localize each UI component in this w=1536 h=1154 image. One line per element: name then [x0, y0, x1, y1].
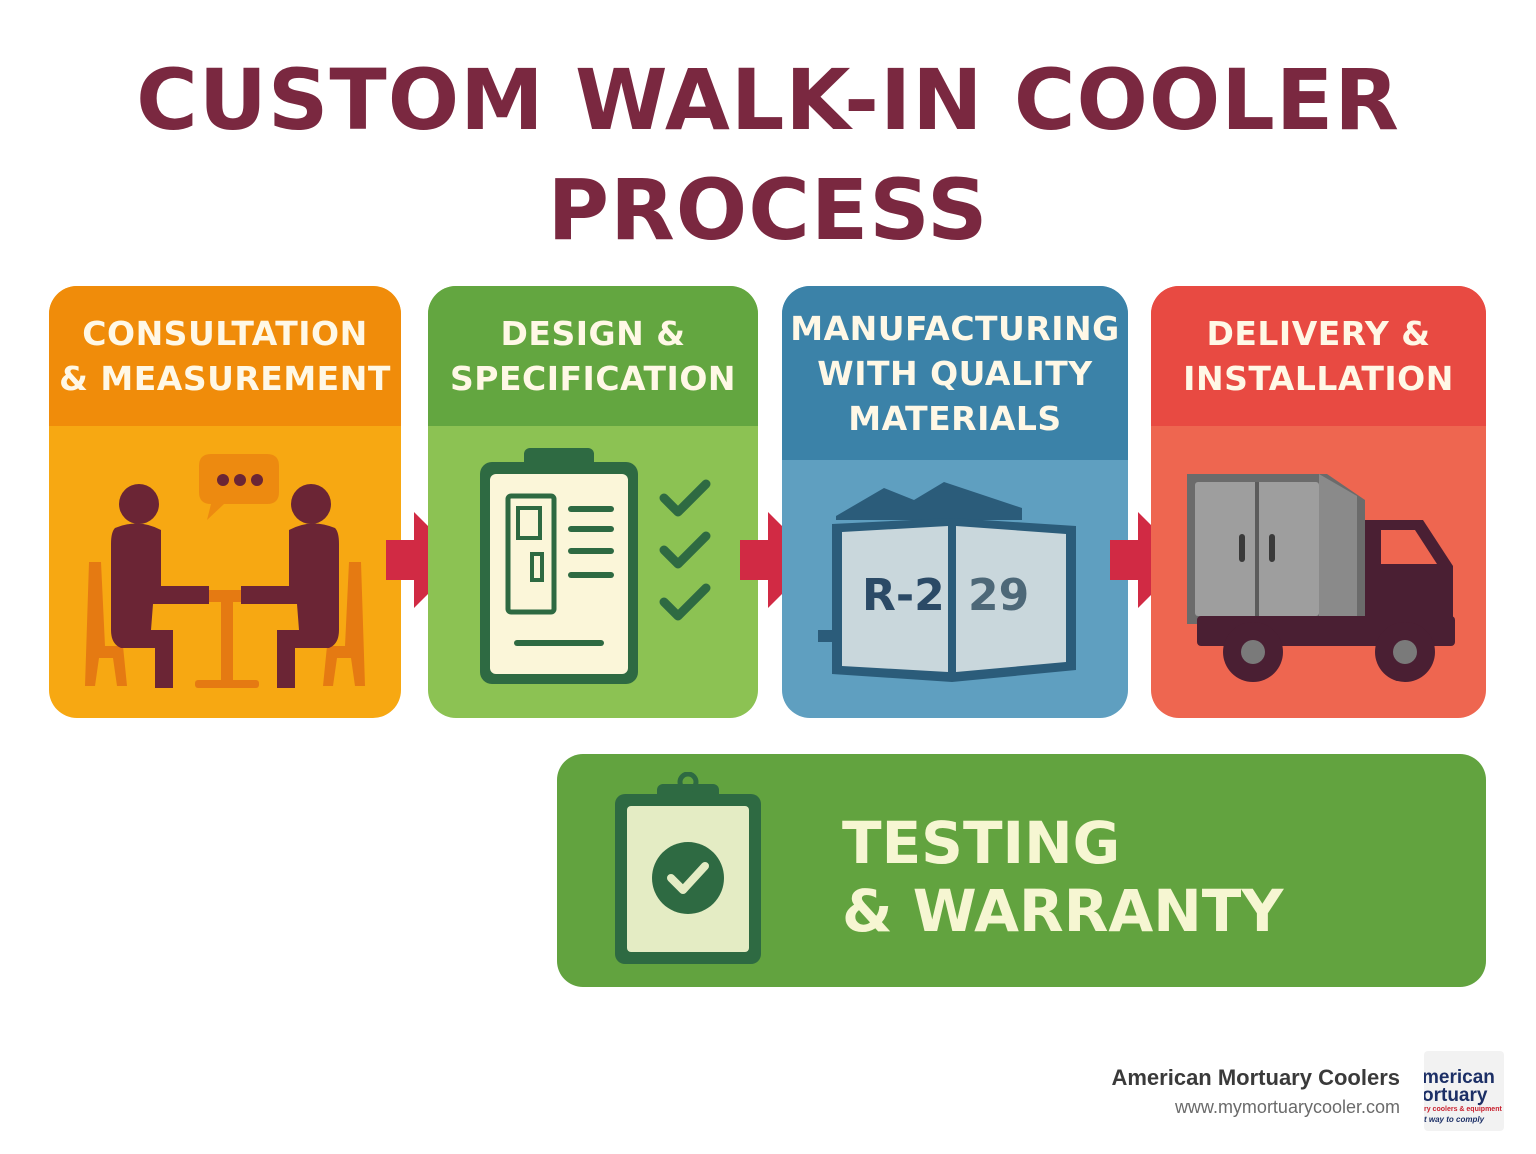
step-label-line-1: CONSULTATION	[82, 314, 368, 353]
step-label-line-1: DELIVERY &	[1206, 314, 1431, 353]
step-label-line-2: WITH QUALITY	[817, 353, 1093, 393]
page-title-line-2: PROCESS	[547, 161, 989, 259]
final-step-label-line-1: TESTING	[842, 809, 1121, 877]
step-card-manufacturing: MANUFACTURING WITH QUALITY MATERIALS R-2…	[782, 286, 1128, 718]
clipboard-check-icon	[615, 772, 761, 964]
brand-name: American Mortuary Coolers	[1111, 1065, 1400, 1090]
meeting-icon	[85, 454, 365, 688]
insulated-panel-icon: R-2 29	[782, 460, 1128, 718]
step-header: CONSULTATION & MEASUREMENT	[49, 286, 401, 426]
step-header: DELIVERY & INSTALLATION	[1151, 286, 1486, 426]
arrow-right-icon	[1110, 512, 1186, 608]
final-step-label-line-2: & WARRANTY	[842, 877, 1284, 945]
panel-label-left: R-2	[862, 570, 945, 621]
brand-info: American Mortuary Coolers www.mymortuary…	[1111, 1064, 1400, 1122]
logo-text-line-3: ry coolers & equipment	[1424, 1106, 1502, 1113]
brand-logo: merican ortuary ry coolers & equipment t…	[1424, 1051, 1504, 1131]
arrow-right-icon	[386, 512, 462, 608]
step-label-line-2: INSTALLATION	[1183, 359, 1454, 398]
step-header: MANUFACTURING WITH QUALITY MATERIALS	[782, 286, 1128, 460]
step-card-design: DESIGN & SPECIFICATION	[428, 286, 758, 718]
step-card-consultation: CONSULTATION & MEASUREMENT	[49, 286, 401, 718]
step-card-delivery: DELIVERY & INSTALLATION	[1151, 286, 1486, 718]
arrow-right-icon	[740, 512, 816, 608]
step-card-testing: TESTING & WARRANTY	[557, 754, 1486, 987]
step-label-line-1: DESIGN &	[500, 314, 686, 353]
logo-text-line-4: t way to comply	[1424, 1115, 1485, 1124]
step-label-line-1: MANUFACTURING	[790, 308, 1120, 348]
step-label-line-2: & MEASUREMENT	[59, 359, 391, 398]
logo-text-line-1: merican	[1424, 1067, 1495, 1088]
step-label-line-2: SPECIFICATION	[450, 359, 736, 398]
clipboard-checklist-icon	[480, 448, 711, 684]
logo-text-line-2: ortuary	[1424, 1085, 1488, 1106]
delivery-truck-icon	[1187, 474, 1455, 682]
step-header: DESIGN & SPECIFICATION	[428, 286, 758, 426]
step-label-line-3: MATERIALS	[848, 398, 1062, 438]
page-title: CUSTOM WALK-IN COOLER	[136, 51, 1400, 149]
panel-label-right: 29	[968, 570, 1030, 621]
brand-url: www.mymortuarycooler.com	[1174, 1097, 1400, 1117]
